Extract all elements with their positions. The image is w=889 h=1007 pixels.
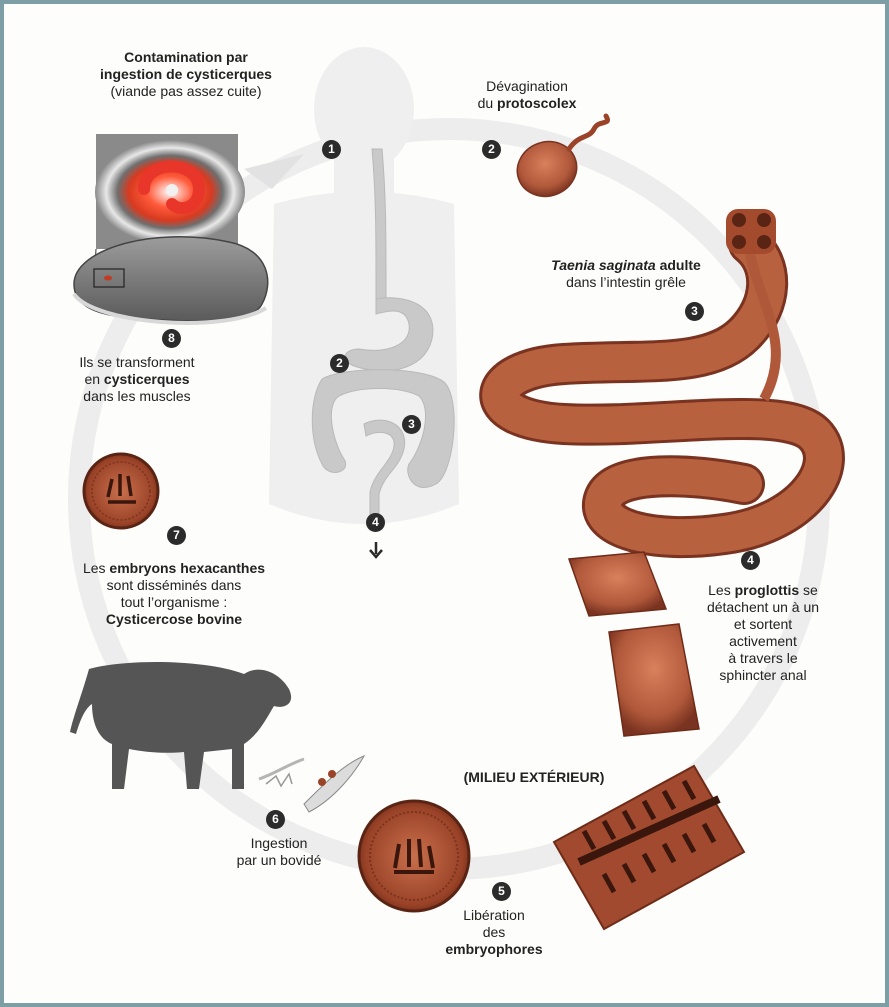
step-4-line-6: sphincter anal — [688, 667, 838, 684]
body-step-3-marker: 3 — [402, 415, 421, 434]
step-8-number: 8 — [168, 331, 175, 345]
step-4-line-3: et sortent — [688, 616, 838, 633]
step-4-line-4: activement — [688, 633, 838, 650]
step-3-line-2: dans l’intestin grêle — [531, 274, 721, 291]
step-7-line-3: tout l’organisme : — [49, 594, 299, 611]
meat-slab — [74, 237, 268, 323]
embryophore — [359, 801, 469, 911]
step-7-line-4-bold: Cysticercose bovine — [106, 611, 242, 627]
grass-with-eggs — [259, 756, 364, 812]
step-6-label: Ingestion par un bovidé — [229, 835, 329, 869]
step-4-label: Les proglottis se détachent un à un et s… — [688, 582, 838, 684]
step-2-line-1: Dévagination — [462, 78, 592, 95]
step-8-label: Ils se transforment en cysticerques dans… — [62, 354, 212, 405]
step-8-line-1: Ils se transforment — [62, 354, 212, 371]
step-6-line-1: Ingestion — [229, 835, 329, 852]
step-1-number: 1 — [328, 142, 335, 156]
step-4-line-1-bold: proglottis — [735, 582, 800, 598]
step-5-marker: 5 — [492, 882, 511, 901]
body-step-2-number: 2 — [336, 356, 343, 370]
step-2-marker: 2 — [482, 140, 501, 159]
step-3-number: 3 — [691, 304, 698, 318]
step-7-marker: 7 — [167, 526, 186, 545]
life-cycle-illustration — [4, 4, 885, 1003]
step-5-line-3-bold: embryophores — [445, 941, 542, 957]
milieu-exterieur-text: (MILIEU EXTÉRIEUR) — [464, 769, 605, 785]
step-3-adult: adulte — [656, 257, 701, 273]
step-6-line-2: par un bovidé — [229, 852, 329, 869]
step-4-line-1-prefix: Les — [708, 582, 734, 598]
contamination-label: Contamination par ingestion de cysticerq… — [66, 49, 306, 100]
step-7-label: Les embryons hexacanthes sont disséminés… — [49, 560, 299, 628]
step-7-line-1-bold: embryons hexacanthes — [109, 560, 265, 576]
step-2-line-2-bold: protoscolex — [497, 95, 576, 111]
cow-silhouette — [70, 662, 291, 789]
step-8-marker: 8 — [162, 329, 181, 348]
step-3-species: Taenia saginata — [551, 257, 656, 273]
gravid-segment — [554, 766, 744, 929]
step-2-label: Dévagination du protoscolex — [462, 78, 592, 112]
step-1-marker: 1 — [322, 140, 341, 159]
body-step-2-marker: 2 — [330, 354, 349, 373]
step-4-number: 4 — [747, 553, 754, 567]
step-2-number: 2 — [488, 142, 495, 156]
body-step-4-number: 4 — [372, 515, 379, 529]
milieu-exterieur-label: (MILIEU EXTÉRIEUR) — [434, 769, 634, 786]
step-2-line-2-prefix: du — [478, 95, 497, 111]
step-7-line-1-prefix: Les — [83, 560, 109, 576]
step-3-label: Taenia saginata adulte dans l’intestin g… — [531, 257, 721, 291]
exit-arrow — [370, 542, 382, 557]
contamination-line-1: Contamination par — [124, 49, 248, 65]
step-7-number: 7 — [173, 528, 180, 542]
step-4-marker: 4 — [741, 551, 760, 570]
scolex — [726, 209, 776, 254]
step-5-line-2: des — [434, 924, 554, 941]
body-step-4-marker: 4 — [366, 513, 385, 532]
step-6-number: 6 — [272, 812, 279, 826]
contamination-line-3: (viande pas assez cuite) — [66, 83, 306, 100]
step-5-line-1: Libération — [434, 907, 554, 924]
step-8-line-2-bold: cysticerques — [104, 371, 190, 387]
step-6-marker: 6 — [266, 810, 285, 829]
step-5-label: Libération des embryophores — [434, 907, 554, 958]
step-4-line-2: détachent un à un — [688, 599, 838, 616]
proglottids — [569, 552, 699, 736]
step-5-number: 5 — [498, 884, 505, 898]
body-step-3-number: 3 — [408, 417, 415, 431]
step-4-line-1-suffix: se — [799, 582, 818, 598]
step-8-line-3: dans les muscles — [62, 388, 212, 405]
step-3-marker: 3 — [685, 302, 704, 321]
hexacanth-embryo — [84, 454, 158, 528]
step-4-line-5: à travers le — [688, 650, 838, 667]
contamination-line-2: ingestion de cysticerques — [100, 66, 272, 82]
step-8-line-2-prefix: en — [84, 371, 103, 387]
step-7-line-2: sont disséminés dans — [49, 577, 299, 594]
